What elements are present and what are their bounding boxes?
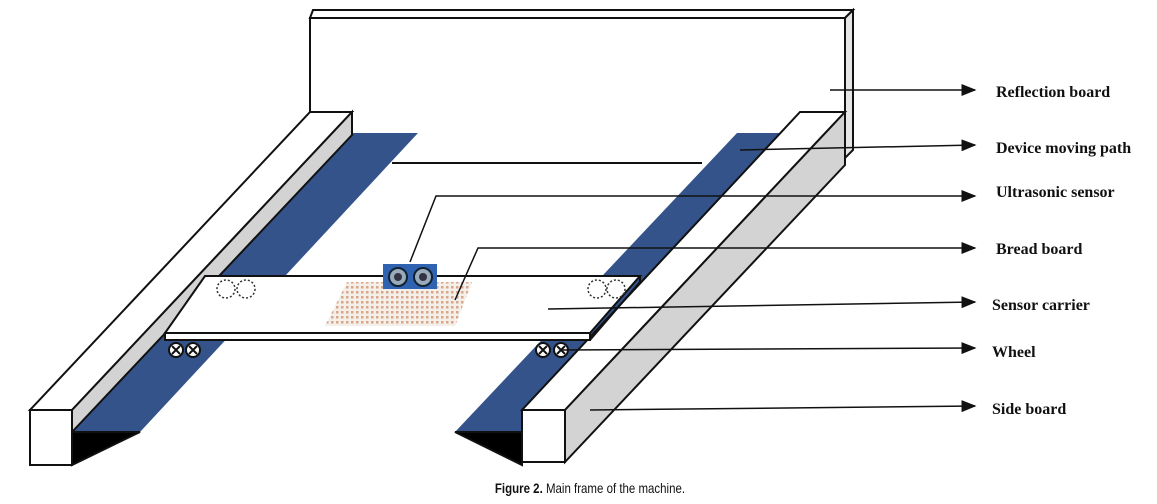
label-side-board: Side board	[992, 401, 1066, 418]
wheels	[168, 342, 569, 358]
figure-caption-text: Main frame of the machine.	[545, 480, 686, 496]
label-bread-board: Bread board	[996, 241, 1082, 258]
label-wheel: Wheel	[992, 344, 1036, 361]
figure-number: Figure 2.	[494, 480, 543, 496]
leader-lines	[409, 84, 977, 413]
figure-caption: Figure 2. Main frame of the machine.	[106, 480, 1074, 496]
wheel-icon	[185, 342, 201, 358]
right-side-board	[454, 109, 848, 467]
wheel-icon	[168, 342, 184, 358]
label-sensor-carrier: Sensor carrier	[992, 297, 1090, 314]
ultrasonic-sensor	[383, 264, 437, 289]
wheel-icon	[535, 342, 551, 358]
label-reflection-board: Reflection board	[996, 84, 1110, 101]
label-ultrasonic-sensor: Ultrasonic sensor	[996, 184, 1115, 201]
carrier-mounts	[216, 279, 626, 299]
left-side-board	[27, 109, 355, 467]
breadboard	[325, 282, 472, 326]
label-device-moving-path: Device moving path	[996, 140, 1131, 157]
